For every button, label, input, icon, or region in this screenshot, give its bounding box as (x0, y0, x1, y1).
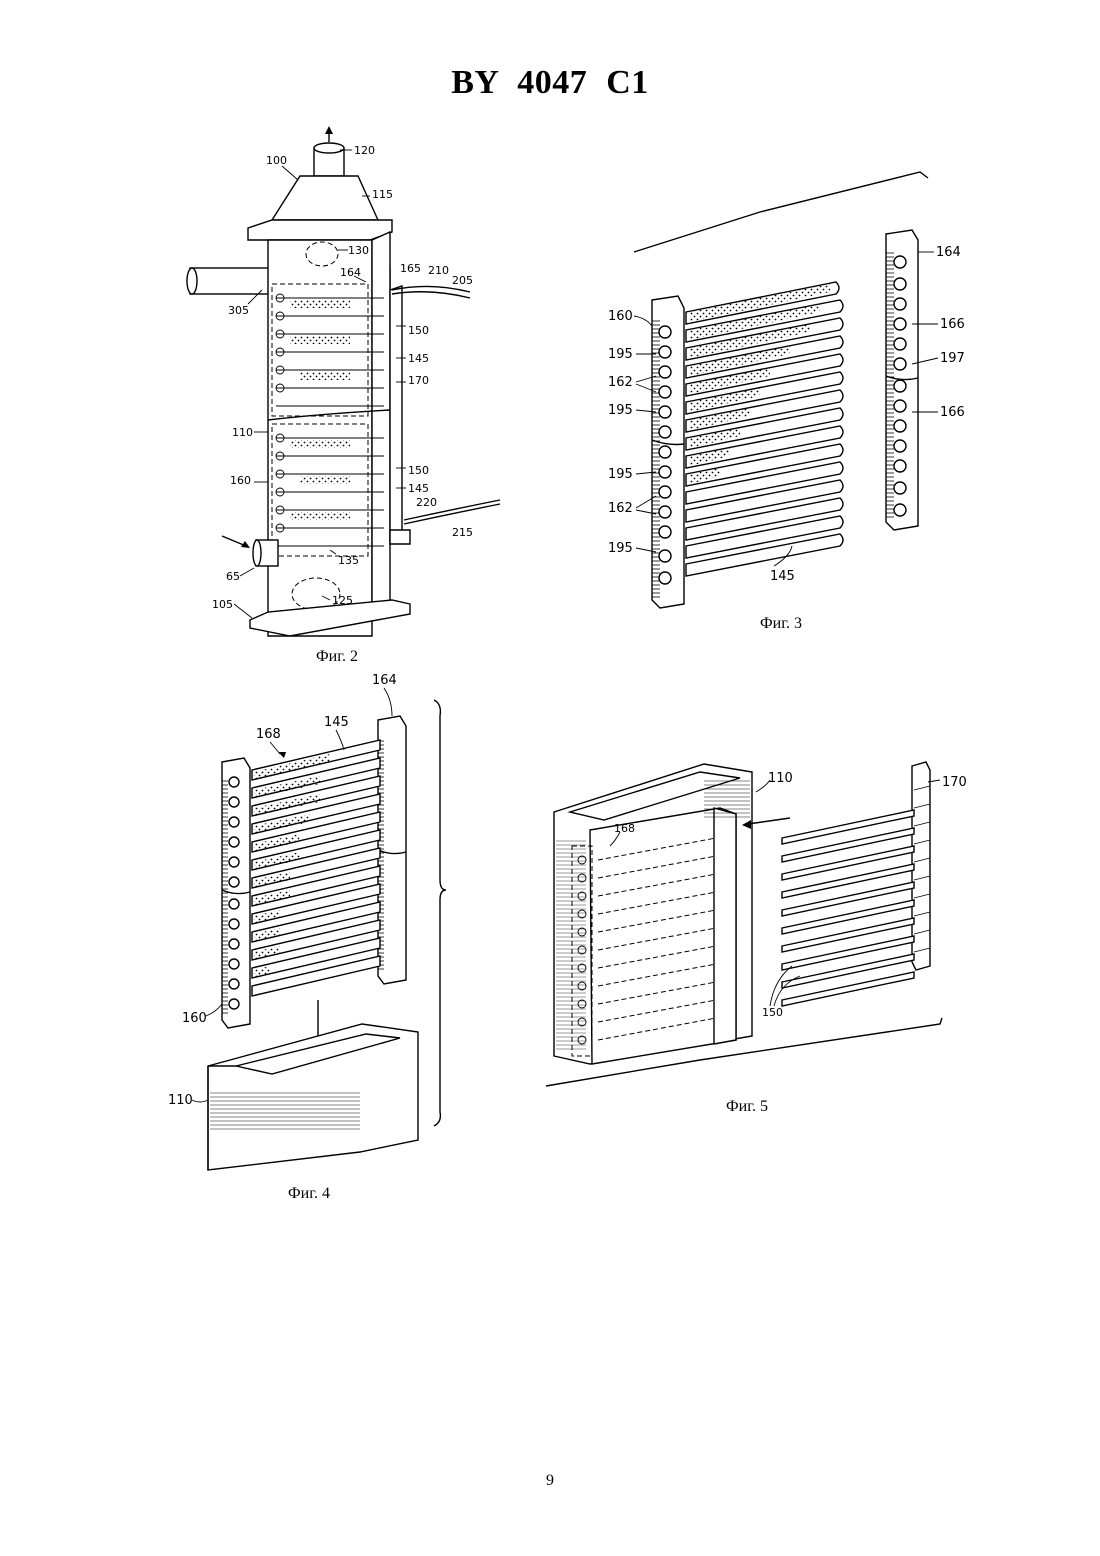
fig2-label-220: 220 (416, 496, 437, 509)
fig3-label-162-lower: 162 (608, 501, 633, 516)
figure-5-caption: Фиг. 5 (726, 1098, 768, 1116)
fig2-label-215: 215 (452, 526, 473, 539)
fig2-label-165: 165 (400, 262, 421, 275)
fig2-label-160: 160 (230, 474, 251, 487)
fig3-label-162-upper: 162 (608, 375, 633, 390)
fig3-label-160: 160 (608, 309, 633, 324)
fig3-label-195-a: 195 (608, 347, 633, 362)
fig3-label-166-lower: 166 (940, 405, 965, 420)
fig2-label-150-lower: 150 (408, 464, 429, 477)
fig2-label-170: 170 (408, 374, 429, 387)
fig2-label-210: 210 (428, 264, 449, 277)
figure-5-drawing: 110 170 168 150 (546, 762, 967, 1086)
fig3-label-164: 164 (936, 245, 961, 260)
fig2-label-110: 110 (232, 426, 253, 439)
fig5-label-168: 168 (614, 822, 635, 835)
fig2-label-135: 135 (338, 554, 359, 567)
fig2-label-65: 65 (226, 570, 240, 583)
fig3-label-145: 145 (770, 569, 795, 584)
fig2-label-205: 205 (452, 274, 473, 287)
fig4-label-110: 110 (168, 1093, 193, 1108)
fig3-label-195-c: 195 (608, 467, 633, 482)
fig4-label-160: 160 (182, 1011, 207, 1026)
figure-4-caption: Фиг. 4 (288, 1185, 330, 1203)
page-number: 9 (0, 1472, 1100, 1490)
fig4-label-145: 145 (324, 715, 349, 730)
fig2-label-130: 130 (348, 244, 369, 257)
fig2-label-305: 305 (228, 304, 249, 317)
figure-4-drawing: 164 145 168 160 110 (168, 673, 446, 1170)
fig2-label-150-upper: 150 (408, 324, 429, 337)
fig2-label-125: 125 (332, 594, 353, 607)
fig3-label-197: 197 (940, 351, 965, 366)
fig4-label-164: 164 (372, 673, 397, 688)
fig3-label-195-d: 195 (608, 541, 633, 556)
fig2-label-120: 120 (354, 144, 375, 157)
fig3-label-195-b: 195 (608, 403, 633, 418)
figure-3-caption: Фиг. 3 (760, 615, 802, 633)
fig5-label-170: 170 (942, 775, 967, 790)
fig2-label-164: 164 (340, 266, 361, 279)
fig3-label-166-upper: 166 (940, 317, 965, 332)
figure-2-caption: Фиг. 2 (316, 648, 358, 666)
fig2-label-115: 115 (372, 188, 393, 201)
fig2-label-145-upper: 145 (408, 352, 429, 365)
fig2-label-105: 105 (212, 598, 233, 611)
figure-3-drawing: 164 160 166 195 162 197 195 166 195 162 … (608, 172, 965, 608)
fig2-label-145-lower: 145 (408, 482, 429, 495)
fig5-label-110: 110 (768, 771, 793, 786)
fig5-label-150: 150 (762, 1006, 783, 1019)
figure-2-drawing: 100 120 115 130 164 165 210 205 305 150 … (187, 126, 500, 636)
fig2-label-100: 100 (266, 154, 287, 167)
fig4-label-168: 168 (256, 727, 281, 742)
